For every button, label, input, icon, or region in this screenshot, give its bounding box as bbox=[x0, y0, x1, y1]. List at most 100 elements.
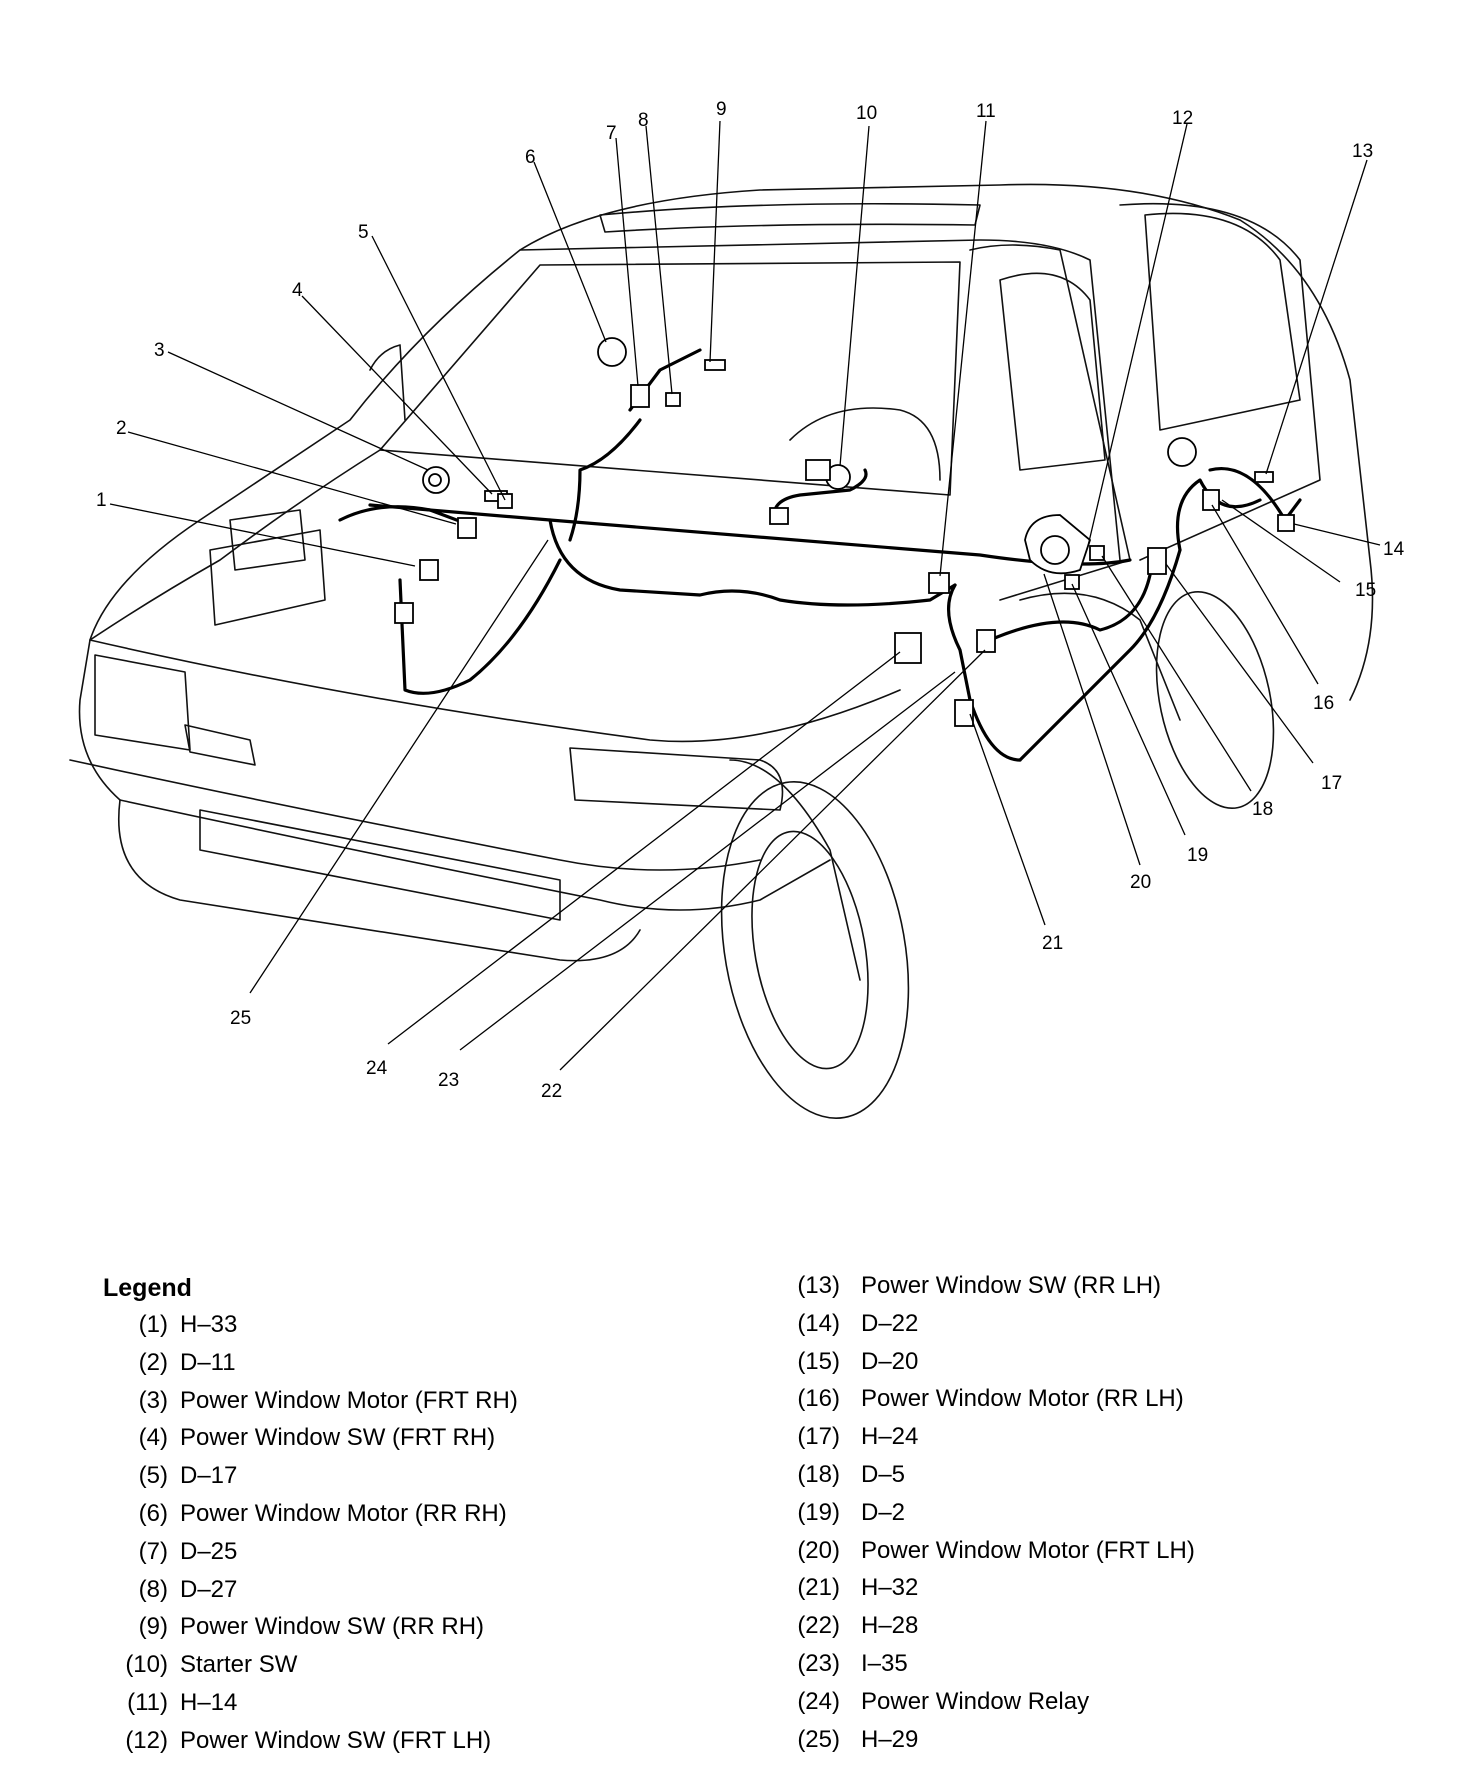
legend-number: (11) bbox=[127, 1688, 168, 1716]
callout-9: 9 bbox=[716, 99, 727, 120]
legend-list-left: (1) H–33 (2)D–11 (3) Power Window Motor (F… bbox=[108, 1310, 668, 1764]
legend-number: (1) bbox=[138, 1311, 168, 1338]
callout-17: 17 bbox=[1321, 773, 1342, 794]
callout-6: 6 bbox=[525, 147, 536, 168]
legend-text: D–2 bbox=[861, 1498, 906, 1526]
callout-21: 21 bbox=[1042, 933, 1063, 954]
legend-item: (18)D–5 bbox=[768, 1460, 1368, 1498]
legend-item: (3) Power Window Motor (FRT RH) bbox=[108, 1386, 668, 1424]
callout-10: 10 bbox=[856, 103, 877, 124]
callout-8: 8 bbox=[638, 110, 649, 131]
legend-number: (19) bbox=[797, 1498, 840, 1526]
legend-text: D–17 bbox=[180, 1462, 238, 1490]
vehicle-outline bbox=[69, 183, 1374, 1119]
legend-item: (22) H–28 bbox=[768, 1611, 1368, 1649]
callout-25: 25 bbox=[230, 1008, 251, 1029]
legend-text: Power Window Motor (RR LH) bbox=[861, 1385, 1184, 1413]
legend-item: (4) Power Window SW (FRT RH) bbox=[108, 1423, 668, 1461]
legend-text: Power Window SW (RR RH) bbox=[180, 1613, 485, 1641]
legend-item: (17)H–24 bbox=[768, 1422, 1368, 1460]
callout-2: 2 bbox=[116, 418, 127, 439]
legend-item: (14) D–22 bbox=[768, 1309, 1368, 1347]
callout-7: 7 bbox=[606, 123, 617, 144]
legend-list-right: (13) Power Window SW (RR LH) (14) D–22 (15… bbox=[768, 1271, 1368, 1762]
callout-labels: 1 2 3 4 5 6 7 8 9 10 11 12 13 14 15 16 1… bbox=[96, 99, 1405, 1102]
callout-12: 12 bbox=[1172, 108, 1193, 129]
legend-item: (24) Power Window Relay bbox=[768, 1687, 1368, 1725]
legend-number: (3) bbox=[138, 1386, 168, 1414]
legend-text: Power Window Relay bbox=[861, 1687, 1090, 1715]
legend-number: (6) bbox=[138, 1499, 168, 1527]
legend-item: (2)D–11 bbox=[108, 1348, 668, 1386]
callout-24: 24 bbox=[366, 1058, 388, 1079]
legend-text: D–25 bbox=[180, 1537, 238, 1565]
legend-text: H–33 bbox=[180, 1311, 238, 1338]
legend-text: Power Window Motor (FRT RH) bbox=[180, 1386, 518, 1414]
callout-11: 11 bbox=[976, 101, 996, 122]
callout-13: 13 bbox=[1352, 141, 1373, 162]
leader-lines bbox=[109, 120, 1381, 1071]
legend-number: (8) bbox=[138, 1575, 168, 1603]
legend-item: (1) H–33 bbox=[108, 1310, 668, 1348]
legend-number: (25) bbox=[797, 1725, 840, 1753]
legend-text: Power Window SW (FRT LH) bbox=[180, 1726, 492, 1754]
legend-item: (11) H–14 bbox=[108, 1688, 668, 1726]
legend-number: (13) bbox=[797, 1272, 840, 1299]
legend-item: (9) Power Window SW (RR RH) bbox=[108, 1612, 668, 1650]
legend-number: (21) bbox=[797, 1574, 840, 1602]
legend-text: H–28 bbox=[861, 1612, 919, 1640]
legend-text: I–35 bbox=[861, 1649, 908, 1677]
legend-text: Power Window Motor (FRT LH) bbox=[861, 1536, 1195, 1564]
legend-number: (22) bbox=[797, 1612, 840, 1640]
legend-item: (5) D–17 bbox=[108, 1461, 668, 1499]
legend-item: (23) I–35 bbox=[768, 1649, 1368, 1687]
callout-14: 14 bbox=[1383, 539, 1405, 560]
legend-number: (23) bbox=[797, 1649, 840, 1677]
legend-item: (19) D–2 bbox=[768, 1498, 1368, 1536]
callout-4: 4 bbox=[292, 280, 303, 301]
legend-item: (16) Power Window Motor (RR LH) bbox=[768, 1384, 1368, 1422]
legend-number: (16) bbox=[797, 1385, 840, 1413]
legend-item: (20) Power Window Motor (FRT LH) bbox=[768, 1536, 1368, 1574]
legend-number: (14) bbox=[797, 1309, 840, 1337]
legend-text: H–14 bbox=[180, 1688, 238, 1716]
callout-16: 16 bbox=[1313, 693, 1334, 714]
legend-text: D–20 bbox=[861, 1347, 919, 1375]
legend-text: Power Window Motor (RR RH) bbox=[180, 1499, 507, 1527]
legend-item: (15)D–20 bbox=[768, 1347, 1368, 1385]
callout-1: 1 bbox=[96, 490, 107, 511]
callout-15: 15 bbox=[1355, 580, 1376, 601]
callout-23: 23 bbox=[438, 1070, 459, 1091]
legend-item: (21) H–32 bbox=[768, 1573, 1368, 1611]
legend-number: (24) bbox=[797, 1687, 840, 1715]
legend-text: H–29 bbox=[861, 1725, 919, 1753]
legend-text: Power Window SW (RR LH) bbox=[861, 1272, 1162, 1299]
legend-text: D–22 bbox=[861, 1309, 919, 1337]
components bbox=[394, 337, 1295, 727]
legend-item: (8) D–27 bbox=[108, 1575, 668, 1613]
legend-item: (25) H–29 bbox=[768, 1725, 1368, 1763]
legend-text: Power Window SW (FRT RH) bbox=[180, 1424, 496, 1452]
wiring-diagram: 1 2 3 4 5 6 7 8 9 10 11 12 13 14 15 16 1… bbox=[69, 99, 1405, 1119]
legend-number: (5) bbox=[138, 1462, 168, 1490]
callout-19: 19 bbox=[1187, 845, 1208, 866]
legend-number: (9) bbox=[138, 1613, 168, 1641]
legend-text: H–24 bbox=[861, 1423, 919, 1451]
legend-item: (7) D–25 bbox=[108, 1537, 668, 1575]
legend-text: H–32 bbox=[861, 1574, 919, 1602]
legend-item: (10) Starter SW bbox=[108, 1650, 668, 1688]
legend-item: (12) Power Window SW (FRT LH) bbox=[108, 1726, 668, 1764]
legend-title: Legend bbox=[103, 1274, 192, 1302]
callout-20: 20 bbox=[1130, 872, 1151, 893]
legend-item: (6) Power Window Motor (RR RH) bbox=[108, 1499, 668, 1537]
legend-number: (10) bbox=[125, 1651, 168, 1679]
legend-number: (12) bbox=[125, 1726, 168, 1754]
legend-number: (20) bbox=[797, 1536, 840, 1564]
callout-18: 18 bbox=[1252, 799, 1273, 820]
legend-text: D–27 bbox=[180, 1575, 238, 1603]
legend-number: (7) bbox=[138, 1537, 168, 1565]
callout-5: 5 bbox=[358, 222, 369, 243]
legend-text: Starter SW bbox=[180, 1651, 298, 1679]
legend-number: (4) bbox=[138, 1424, 168, 1452]
legend-number: (2) bbox=[138, 1348, 168, 1376]
